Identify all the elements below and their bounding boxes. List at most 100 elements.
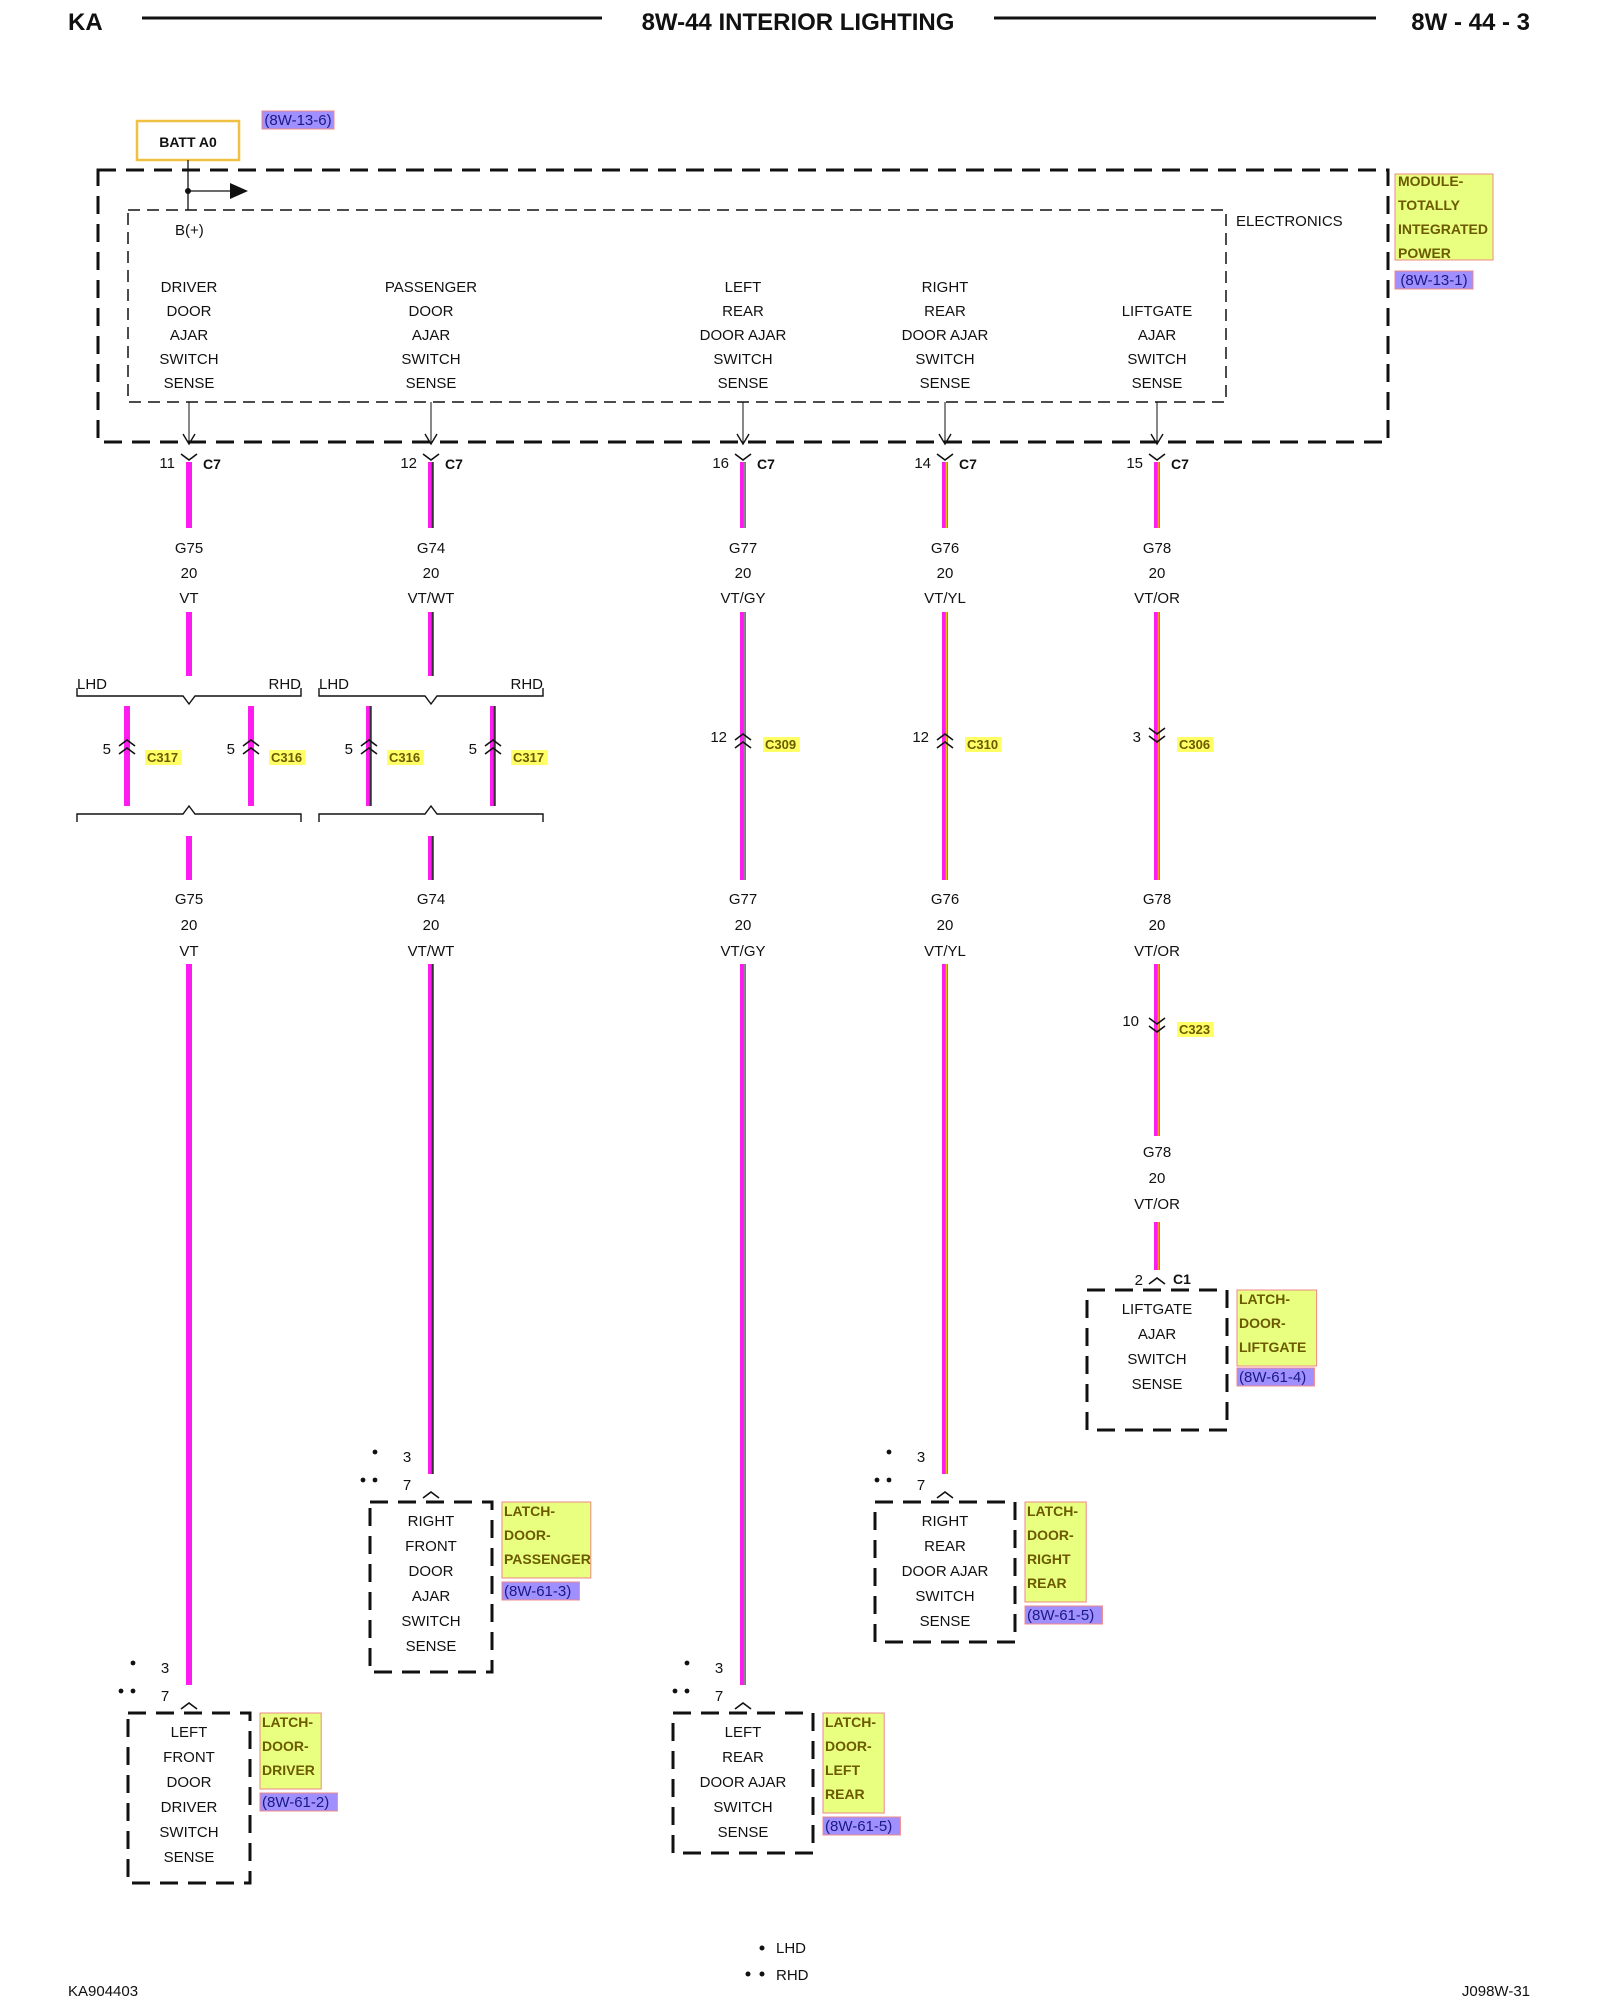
- circuit-3-mid-chevron: [734, 733, 752, 741]
- circuit-1-dest-name-line-3: DRIVER: [262, 1762, 315, 1778]
- circuit-4-wire-top-1: G76: [931, 540, 959, 557]
- batt-ref-link[interactable]: (8W-13-6): [264, 112, 331, 129]
- circuit-4-dest-pin-rhd: 7: [917, 1477, 925, 1494]
- circuit-4-dest-line-2: REAR: [924, 1538, 966, 1555]
- circuit-2-wire-bottom-3: VT/WT: [408, 943, 455, 960]
- circuit-2-dest-name-line-1: LATCH-: [504, 1503, 555, 1519]
- circuit-3-dest-line-4: SWITCH: [713, 1799, 772, 1816]
- circuit-1-dest-name-line-2: DOOR-: [262, 1738, 309, 1754]
- circuit-2-wire-top-3: VT/WT: [408, 590, 455, 607]
- circuit-5-dest-line-4: SENSE: [1132, 1376, 1183, 1393]
- circuit-4-dest-ref-bg: [1024, 1605, 1103, 1625]
- circuit-5-mid2-conn: C323: [1179, 1022, 1210, 1037]
- module-ref-link[interactable]: (8W-13-1): [1400, 272, 1467, 289]
- circuit-2-sense-2: DOOR: [409, 303, 454, 320]
- circuit-4-dest-box: [873, 1500, 1017, 1644]
- circuit-3-mid-chevron2: [734, 741, 752, 749]
- circuit-2-dest-name-line-3: PASSENGER: [504, 1551, 591, 1567]
- batt-label-box: [135, 119, 241, 162]
- circuit-1-branch-chevron-right: [242, 739, 260, 747]
- batt-label: BATT A0: [159, 134, 217, 150]
- circuit-4-sense-3: DOOR AJAR: [902, 327, 989, 344]
- circuit-1-dest-line-4: DRIVER: [161, 1799, 218, 1816]
- circuit-3-dest-name-bg: [822, 1712, 885, 1814]
- circuit-4-pin-arrow: [938, 433, 952, 446]
- circuit-2-dest-ref[interactable]: (8W-61-3): [504, 1583, 571, 1600]
- circuit-5-dest-box: [1085, 1288, 1229, 1432]
- circuit-1-rhd-dot-1: [118, 1688, 124, 1694]
- circuit-1-split-brace-bottom: [76, 804, 302, 822]
- circuit-1-rhd-dot-2: [130, 1688, 136, 1694]
- circuit-4-dest-name-line-4: REAR: [1027, 1575, 1067, 1591]
- circuit-5-wire-3-3: VT/OR: [1134, 1196, 1180, 1213]
- circuit-1-branch-conn-left: C317: [147, 750, 178, 765]
- circuit-2-split-brace-top: [318, 688, 544, 706]
- circuit-2-branch-chevron-left: [360, 739, 378, 747]
- circuit-2-dest-line-1: RIGHT: [408, 1513, 455, 1530]
- footer-left: KA904403: [68, 1983, 138, 2000]
- circuit-3-lhd-dot: [684, 1660, 690, 1666]
- circuit-1-branch-conn-left-bg: [145, 750, 182, 765]
- circuit-1-branch-chevron2-left: [118, 747, 136, 755]
- circuit-1-sense-4: SWITCH: [159, 351, 218, 368]
- circuit-3-dest-ref[interactable]: (8W-61-5): [825, 1818, 892, 1835]
- circuit-3-rhd-dot-2: [684, 1688, 690, 1694]
- circuit-4-dest-line-4: SWITCH: [915, 1588, 974, 1605]
- circuit-3-dest-pin-rhd: 7: [715, 1688, 723, 1705]
- circuit-4-dest-ref[interactable]: (8W-61-5): [1027, 1607, 1094, 1624]
- circuit-5-mid-chevron: [1148, 727, 1166, 735]
- circuit-1-dest-box: [126, 1711, 252, 1885]
- circuit-2-pin-number: 12: [400, 455, 417, 472]
- circuit-5-sense-4: SENSE: [1132, 375, 1183, 392]
- circuit-1-lhd-dot: [130, 1660, 136, 1666]
- circuit-2-dest-ref-bg: [501, 1581, 580, 1601]
- circuit-3-dest-name-line-3: LEFT: [825, 1762, 860, 1778]
- circuit-5-mid2-conn-bg: [1177, 1022, 1214, 1037]
- circuit-4-dest-line-1: RIGHT: [922, 1513, 969, 1530]
- circuit-2-c7-chevron: [422, 453, 440, 461]
- circuit-1-dest-chevron: [180, 1702, 198, 1710]
- circuit-3-dest-name-line-1: LATCH-: [825, 1714, 876, 1730]
- circuit-5-wire-3-1: G78: [1143, 1144, 1171, 1161]
- circuit-2-branch-conn-right-bg: [511, 750, 548, 765]
- circuit-1-dest-line-3: DOOR: [167, 1774, 212, 1791]
- circuit-1-branch-conn-right-bg: [269, 750, 306, 765]
- circuit-1-dest-ref[interactable]: (8W-61-2): [262, 1794, 329, 1811]
- circuit-3-rhd-dot-1: [672, 1688, 678, 1694]
- circuit-5-wire-top-3: VT/OR: [1134, 590, 1180, 607]
- circuit-2-branch-pin-left: 5: [345, 741, 353, 758]
- circuit-3-sense-3: DOOR AJAR: [700, 327, 787, 344]
- circuit-2-dest-line-6: SENSE: [406, 1638, 457, 1655]
- circuit-5-mid-conn-bg: [1177, 737, 1214, 752]
- circuit-3-sense-4: SWITCH: [713, 351, 772, 368]
- circuit-4-mid-pin: 12: [912, 729, 929, 746]
- circuit-3-wire-top-1: G77: [729, 540, 757, 557]
- circuit-4-mid-chevron2: [936, 741, 954, 749]
- circuit-3-pin-arrow: [736, 433, 750, 446]
- module-name-4: POWER: [1398, 245, 1451, 261]
- circuit-3-dest-box: [671, 1711, 815, 1855]
- circuit-5-dest-conn: C1: [1173, 1271, 1191, 1287]
- circuit-2-sense-1: PASSENGER: [385, 279, 477, 296]
- circuit-5-dest-chevron: [1148, 1277, 1166, 1285]
- circuit-3-sense-2: REAR: [722, 303, 764, 320]
- circuit-4-wire-top-3: VT/YL: [924, 590, 966, 607]
- circuit-5-wire-bottom-1: G78: [1143, 891, 1171, 908]
- circuit-1-pin-number: 11: [159, 455, 175, 472]
- circuit-4-mid-conn: C310: [967, 737, 998, 752]
- circuit-2-split-brace-bottom: [318, 804, 544, 822]
- circuit-4-c7-chevron: [936, 453, 954, 461]
- circuit-1-dest-pin-lhd: 3: [161, 1660, 169, 1677]
- circuit-2-wire-bottom-2: 20: [423, 917, 440, 934]
- circuit-5-connector: C7: [1171, 456, 1189, 472]
- circuit-4-sense-5: SENSE: [920, 375, 971, 392]
- circuit-5-dest-ref[interactable]: (8W-61-4): [1239, 1369, 1306, 1386]
- circuit-4-sense-4: SWITCH: [915, 351, 974, 368]
- circuit-1-dest-line-6: SENSE: [164, 1849, 215, 1866]
- circuit-3-dest-pin-lhd: 3: [715, 1660, 723, 1677]
- circuit-2-lhd-dot: [372, 1449, 378, 1455]
- circuit-1-dest-line-1: LEFT: [171, 1724, 208, 1741]
- circuit-2-branch-chevron-right: [484, 739, 502, 747]
- circuit-5-wire-3-2: 20: [1149, 1170, 1166, 1187]
- circuit-2-dest-line-3: DOOR: [409, 1563, 454, 1580]
